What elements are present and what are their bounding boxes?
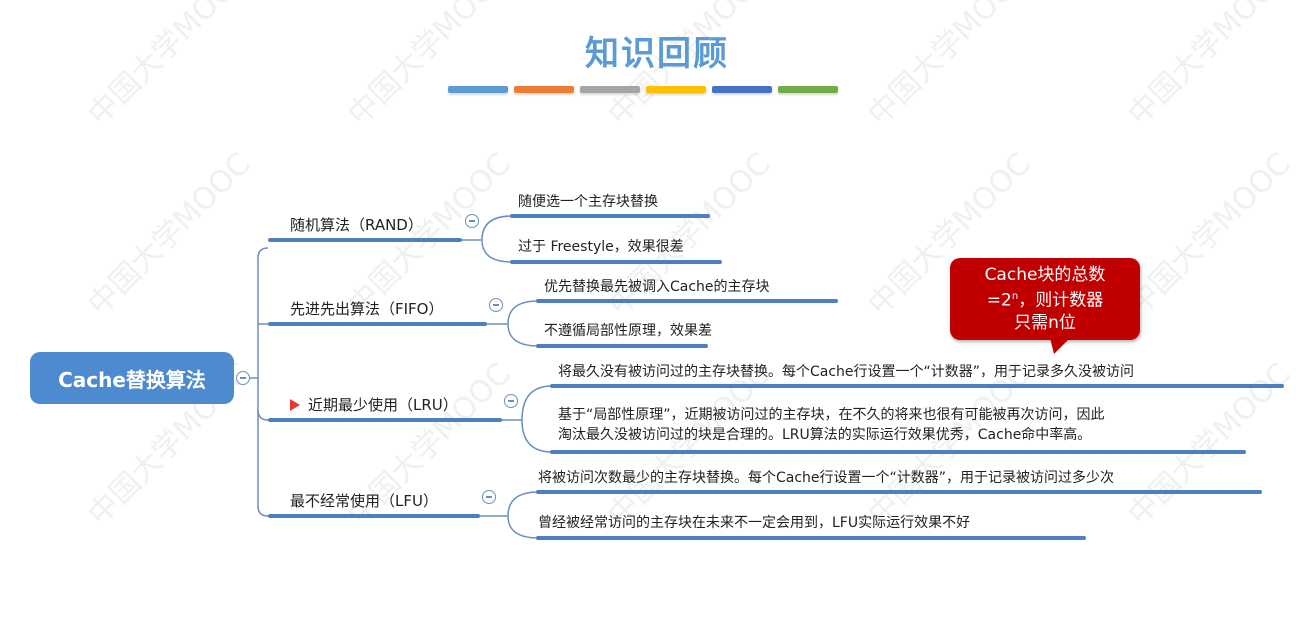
color-bar	[712, 86, 772, 93]
leaf-lru-1[interactable]: 将最久没有被访问过的主存块替换。每个Cache行设置一个“计数器”，用于记录多久…	[558, 364, 1135, 380]
callout-line3: 只需n位	[1014, 312, 1076, 333]
page-title: 知识回顾	[585, 34, 729, 74]
color-bar	[778, 86, 838, 93]
color-bar	[514, 86, 574, 93]
color-bar	[646, 86, 706, 93]
leaf-lfu-2[interactable]: 曾经被经常访问的主存块在未来不一定会用到，LFU实际运行效果不好	[538, 515, 971, 531]
branch-lfu[interactable]: 最不经常使用（LFU）	[290, 492, 438, 510]
branch-fifo[interactable]: 先进先出算法（FIFO）	[290, 300, 444, 318]
leaf-rand-2[interactable]: 过于 Freestyle，效果很差	[518, 239, 684, 255]
collapse-icon[interactable]	[482, 490, 496, 504]
branch-rand[interactable]: 随机算法（RAND）	[290, 216, 423, 234]
leaf-lru-2-line2: 淘汰最久没被访问过的块是合理的。LRU算法的实际运行效果优秀，Cache命中率高…	[558, 427, 1092, 443]
collapse-icon[interactable]	[504, 394, 518, 408]
color-bar	[448, 86, 508, 93]
flag-icon	[290, 399, 300, 411]
collapse-icon[interactable]	[236, 371, 250, 385]
collapse-icon[interactable]	[465, 214, 479, 228]
callout-line2: =2n，则计数器	[986, 290, 1104, 311]
branch-lru-label: 近期最少使用（LRU）	[308, 396, 458, 414]
branch-lru[interactable]: 近期最少使用（LRU）	[290, 394, 458, 415]
leaf-fifo-2[interactable]: 不遵循局部性原理，效果差	[544, 323, 712, 339]
collapse-icon[interactable]	[489, 298, 503, 312]
leaf-lru-2-line1: 基于“局部性原理”，近期被访问过的主存块，在不久的将来也很有可能被再次访问，因此	[558, 407, 1105, 423]
color-bar	[580, 86, 640, 93]
leaf-fifo-1[interactable]: 优先替换最先被调入Cache的主存块	[544, 279, 770, 295]
leaf-lfu-1[interactable]: 将被访问次数最少的主存块替换。每个Cache行设置一个“计数器”，用于记录被访问…	[538, 470, 1115, 486]
mindmap-root[interactable]: Cache替换算法	[30, 352, 234, 404]
callout-note: Cache块的总数 =2n，则计数器 只需n位	[950, 258, 1140, 354]
leaf-lru-2[interactable]: 基于“局部性原理”，近期被访问过的主存块，在不久的将来也很有可能被再次访问，因此…	[558, 405, 1105, 445]
color-bars	[448, 86, 838, 93]
leaf-rand-1[interactable]: 随便选一个主存块替换	[518, 194, 658, 210]
callout-line1: Cache块的总数	[984, 265, 1106, 285]
